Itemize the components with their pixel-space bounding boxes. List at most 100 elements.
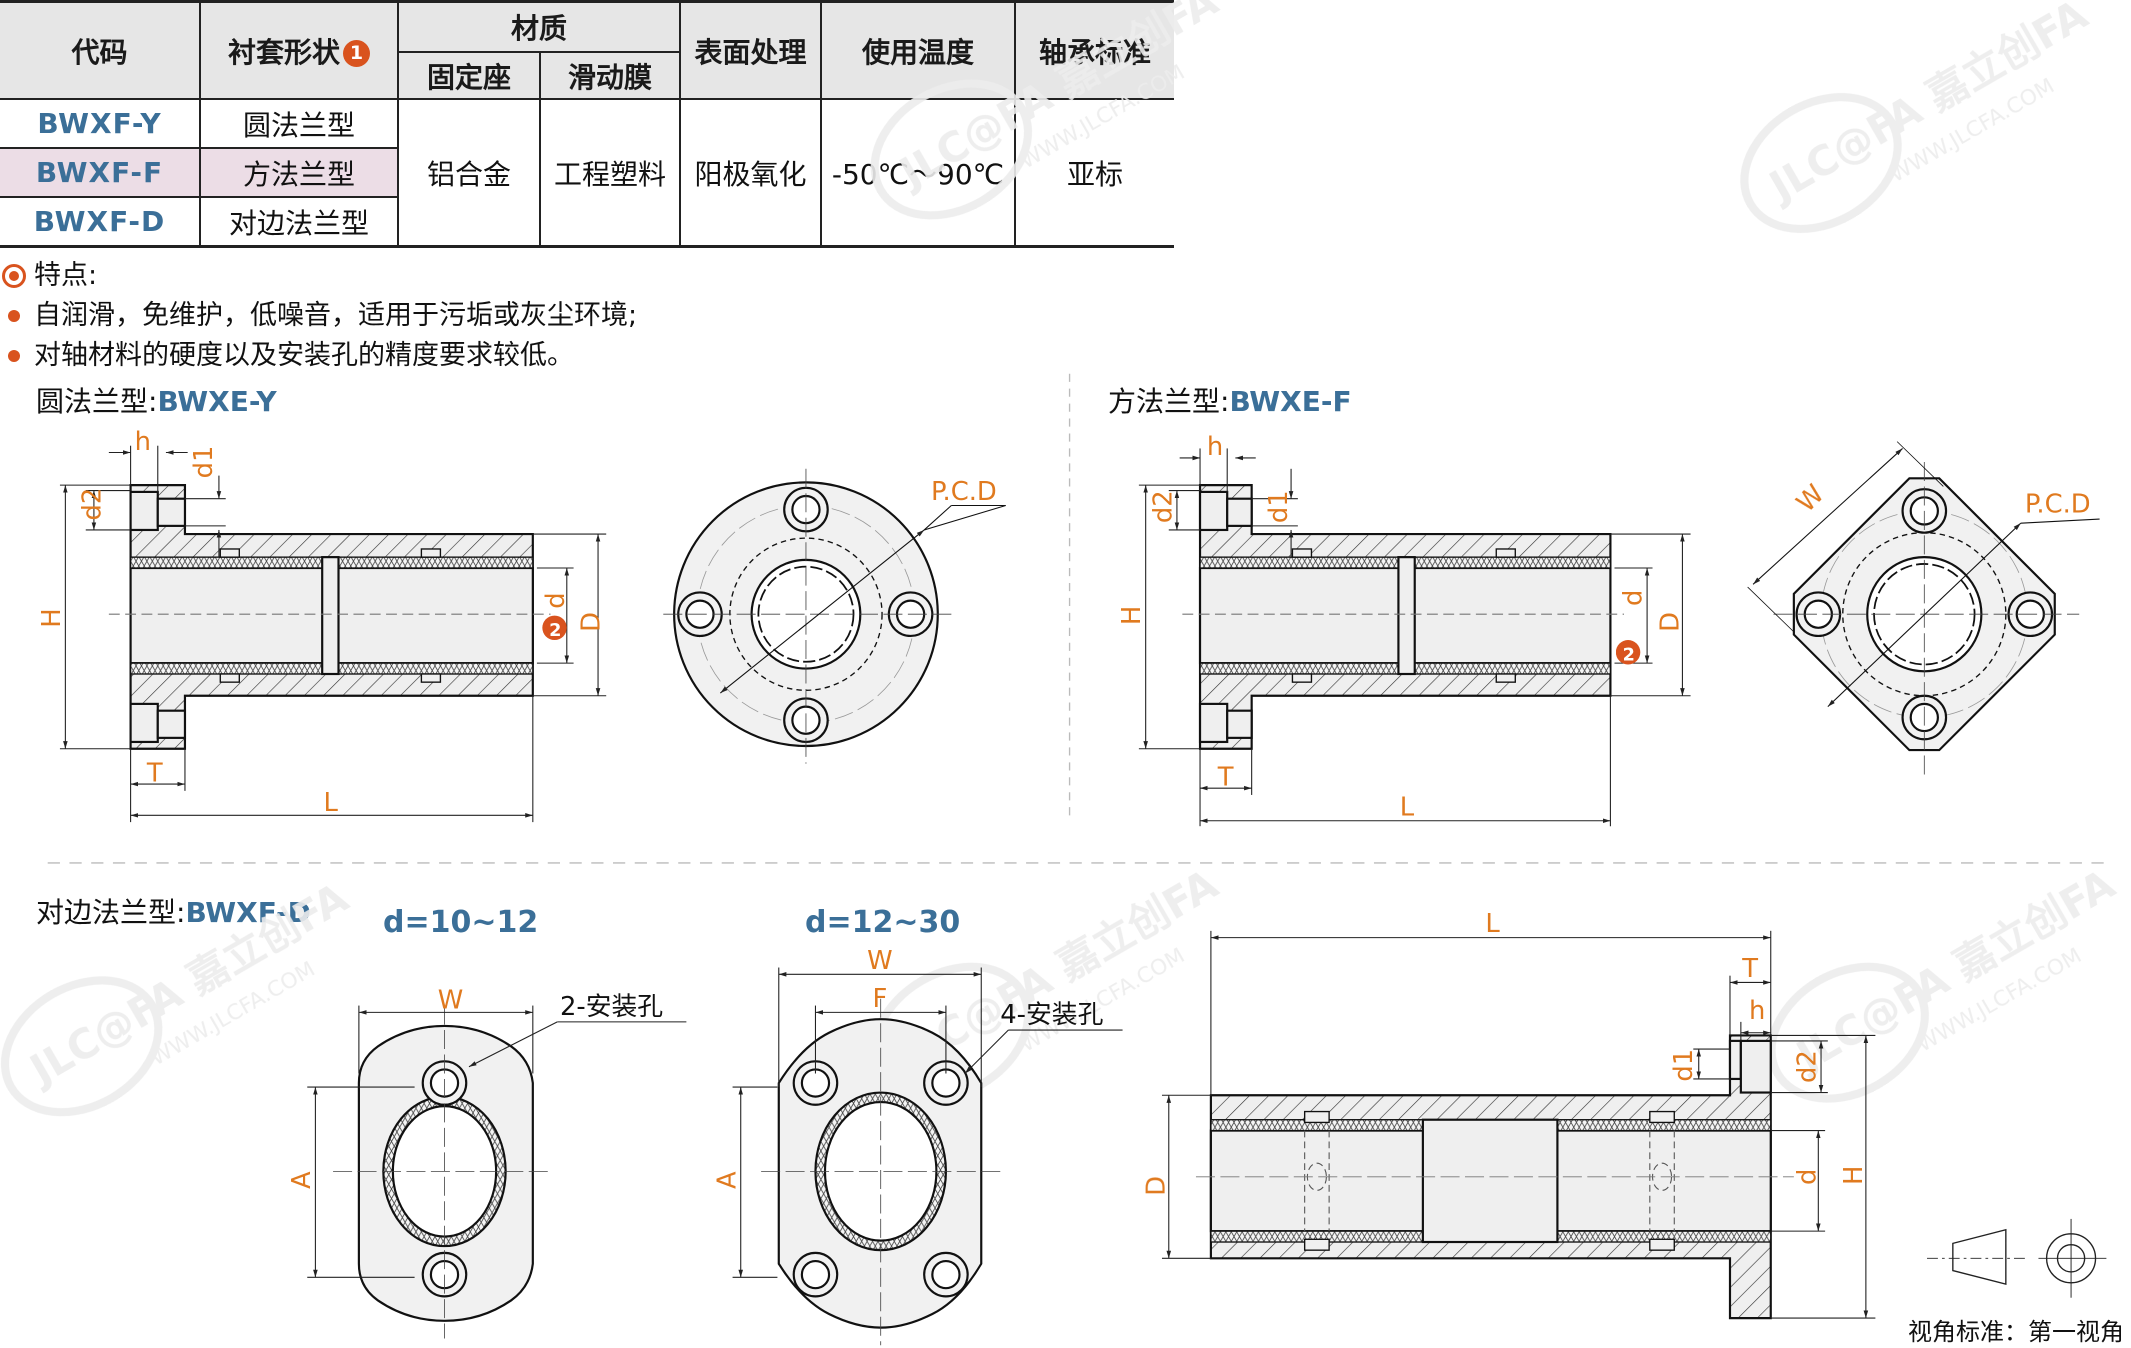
row-code: BWXF-Y xyxy=(0,98,201,149)
section-code: BWXF-D xyxy=(185,896,311,929)
dim-A: A xyxy=(712,1171,742,1189)
row-shape: 方法兰型 xyxy=(199,147,398,198)
header-material-film: 滑动膜 xyxy=(538,51,681,100)
note-2-badge: 2 xyxy=(1623,645,1635,665)
header-shape-label: 衬套形状 xyxy=(227,35,340,69)
note-2-badge-icon xyxy=(1615,640,1641,665)
dim-L: L xyxy=(1400,792,1415,822)
double-cut-side-view xyxy=(1195,1034,1794,1320)
round-flange-dim-labels: h d1 d2 H T L d D 2 xyxy=(37,427,606,818)
feature-item: 自润滑，免维护，低噪音，适用于污垢或灰尘环境; xyxy=(0,296,637,336)
svg-text:JLC@FA 嘉立创FA: JLC@FA 嘉立创FA xyxy=(889,860,1226,1082)
row-code: BWXF-D xyxy=(0,196,201,248)
header-material-seat: 固定座 xyxy=(398,51,541,100)
header-code: 代码 xyxy=(0,0,201,100)
cell-seat-material: 铝合金 xyxy=(397,98,541,248)
dim-d2: d2 xyxy=(1793,1050,1823,1083)
dim-H: H xyxy=(37,608,67,627)
dim-W-square: W xyxy=(1791,479,1830,518)
table-row: BWXF-Y 圆法兰型 铝合金 工程塑料 阳极氧化 -50℃～90℃ 亚标 xyxy=(0,98,1175,248)
dim-d1: d1 xyxy=(189,446,219,479)
section-title-round: 圆法兰型:BWXE-Y xyxy=(36,380,277,420)
dim-D: D xyxy=(1655,612,1685,632)
dim-W: W xyxy=(867,946,893,976)
section-code: BWXE-F xyxy=(1229,385,1352,418)
features-title: 特点: xyxy=(34,260,98,291)
double-cut-side-dims xyxy=(1161,930,1876,1319)
dim-L: L xyxy=(1485,909,1500,939)
feature-text: 对轴材料的硬度以及安装孔的精度要求较低。 xyxy=(34,340,574,371)
dim-F: F xyxy=(873,984,888,1014)
section-label: 方法兰型: xyxy=(1108,385,1230,418)
dim-L: L xyxy=(324,788,339,818)
note-2-badge: 2 xyxy=(549,621,561,641)
header-surface: 表面处理 xyxy=(679,0,823,100)
svg-text:WWW.JLCFA.COM: WWW.JLCFA.COM xyxy=(1886,74,2059,188)
feature-text: 自润滑，免维护，低噪音，适用于污垢或灰尘环境; xyxy=(34,300,638,331)
dim-h: h xyxy=(135,427,151,457)
variant-range-small: d=10~12 xyxy=(383,905,539,940)
section-label: 圆法兰型: xyxy=(36,385,158,418)
bullet-dot-icon xyxy=(8,310,20,322)
double-cut-large-front-view xyxy=(761,998,1006,1346)
double-cut-small-labels: W A 2-安装孔 xyxy=(287,985,663,1189)
features-section: 特点: 自润滑，免维护，低噪音，适用于污垢或灰尘环境; 对轴材料的硬度以及安装孔… xyxy=(0,256,637,376)
row-shape: 对边法兰型 xyxy=(199,196,398,248)
header-material: 材质 xyxy=(396,0,682,53)
note-1-badge: 1 xyxy=(343,40,370,67)
dim-d1: d1 xyxy=(1264,490,1294,523)
square-flange-side-dims xyxy=(1138,448,1691,827)
dim-T: T xyxy=(1741,954,1758,984)
dim-D: D xyxy=(1142,1176,1172,1196)
features-heading: 特点: xyxy=(0,256,637,296)
dim-d1: d1 xyxy=(1669,1049,1699,1082)
table-row: BWXF-D 对边法兰型 xyxy=(0,196,1174,248)
dim-pcd-round: P.C.D xyxy=(931,477,997,507)
double-cut-side-labels: L T h d1 d2 H d D xyxy=(1142,909,1869,1196)
header-bearing-std: 轴承标准 xyxy=(1014,0,1175,100)
round-flange-front-view xyxy=(663,468,1006,764)
dim-W: W xyxy=(438,985,464,1015)
cell-temperature: -50℃～90℃ xyxy=(820,98,1017,248)
dim-h: h xyxy=(1207,432,1223,462)
round-flange-side-view xyxy=(129,484,534,750)
dim-D: D xyxy=(576,612,606,632)
section-title-double-cut: 对边法兰型:BWXF-D xyxy=(36,891,311,931)
table-row: BWXF-F 方法兰型 xyxy=(0,147,1174,198)
svg-text:WWW.JLCFA.COM: WWW.JLCFA.COM xyxy=(146,957,319,1071)
dim-d: d xyxy=(1619,590,1649,606)
dim-T: T xyxy=(1217,762,1234,792)
dim-d: d xyxy=(1793,1169,1823,1185)
dim-h: h xyxy=(1749,996,1765,1026)
svg-text:WWW.JLCFA.COM: WWW.JLCFA.COM xyxy=(1016,943,1189,1057)
dim-d2: d2 xyxy=(78,488,108,521)
svg-text:JLC@FA 嘉立创FA: JLC@FA 嘉立创FA xyxy=(1759,0,2096,212)
header-temperature: 使用温度 xyxy=(820,0,1017,100)
target-bullet-icon xyxy=(2,264,26,288)
dim-d2: d2 xyxy=(1148,490,1178,523)
section-title-square: 方法兰型:BWXE-F xyxy=(1108,380,1352,420)
svg-text:WWW.JLCFA.COM: WWW.JLCFA.COM xyxy=(1913,943,2086,1057)
dim-pcd-square: P.C.D xyxy=(2025,489,2091,519)
dim-A: A xyxy=(287,1171,317,1189)
row-code: BWXF-F xyxy=(0,147,201,198)
double-cut-large-labels: W F A 4-安装孔 xyxy=(712,946,1103,1189)
mount-holes-label: 4-安装孔 xyxy=(1000,1000,1103,1030)
double-cut-small-dims xyxy=(307,1005,687,1278)
double-cut-small-front-view xyxy=(333,1005,551,1339)
cell-bearing-std: 亚标 xyxy=(1014,98,1175,248)
dim-T: T xyxy=(146,758,163,788)
square-flange-side-view xyxy=(1198,484,1612,750)
first-angle-projection-icon xyxy=(1927,1218,2107,1298)
note-2-badge-icon xyxy=(542,615,567,641)
svg-text:JLC@FA 嘉立创FA: JLC@FA 嘉立创FA xyxy=(1786,860,2123,1082)
section-code: BWXE-Y xyxy=(157,385,277,418)
section-label: 对边法兰型: xyxy=(36,896,186,929)
round-flange-side-dims xyxy=(59,445,607,823)
dim-d: d xyxy=(541,592,571,608)
feature-item: 对轴材料的硬度以及安装孔的精度要求较低。 xyxy=(0,336,637,376)
square-flange-front-view xyxy=(1747,441,2100,775)
